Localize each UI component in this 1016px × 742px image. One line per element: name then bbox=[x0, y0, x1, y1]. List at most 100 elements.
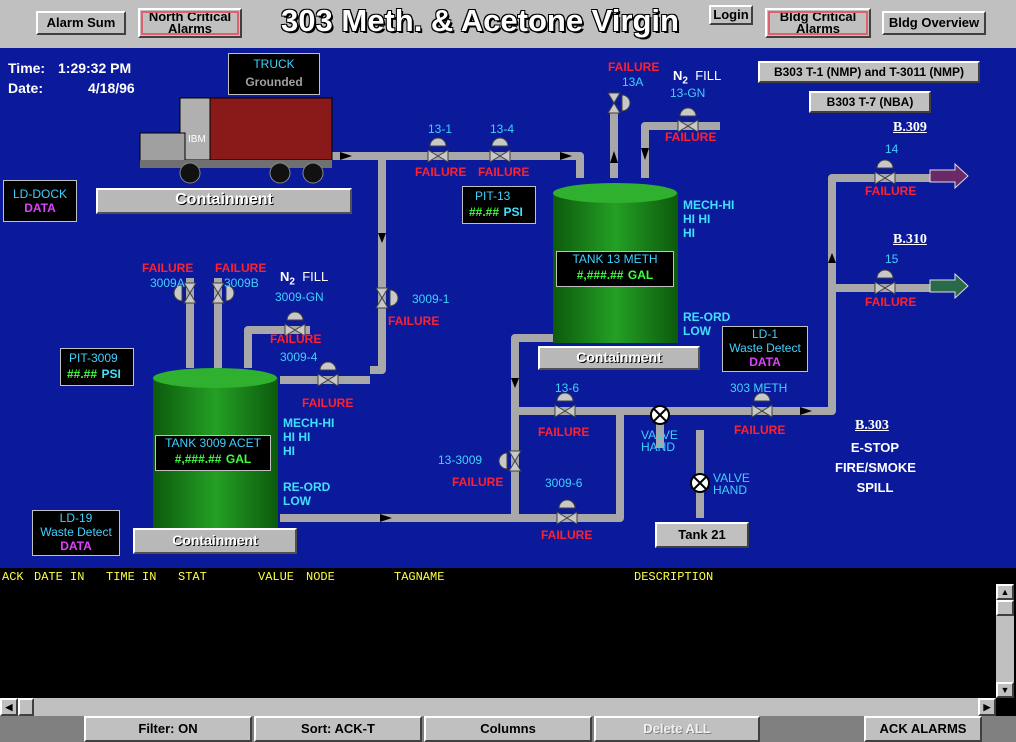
flow-arrows bbox=[340, 148, 836, 522]
ack-alarms-button[interactable]: ACK ALARMS bbox=[864, 716, 982, 742]
valve-label-15: 15 bbox=[885, 252, 899, 266]
hscroll-thumb[interactable] bbox=[18, 698, 34, 716]
failure-13-6: FAILURE bbox=[538, 425, 590, 439]
failure-13-4: FAILURE bbox=[478, 165, 530, 179]
ld19-sub: Waste Detect bbox=[40, 525, 112, 539]
failure-3009a: FAILURE bbox=[142, 261, 194, 275]
tank3009-value: #,###.## bbox=[174, 452, 222, 466]
n2-symbol: N bbox=[280, 269, 290, 284]
valve-label-3009a: 3009A bbox=[150, 276, 185, 290]
n2-fill-3009: N2 FILL bbox=[280, 269, 328, 288]
vertical-scrollbar[interactable]: ▲ ▼ bbox=[996, 584, 1014, 698]
tank3009-hi: HI bbox=[283, 444, 295, 458]
alarm-list[interactable] bbox=[0, 586, 996, 698]
top-toolbar: Alarm Sum North Critical Alarms 303 Meth… bbox=[0, 0, 1016, 48]
col-stat[interactable]: STAT bbox=[178, 570, 207, 584]
tank13-reord: RE-ORD bbox=[683, 310, 731, 324]
col-description[interactable]: DESCRIPTION bbox=[634, 570, 714, 584]
valve-label-14: 14 bbox=[885, 142, 899, 156]
valve-label-13-1: 13-1 bbox=[428, 122, 453, 136]
pit13-value: ##.## bbox=[469, 205, 500, 219]
tank13-name: TANK 13 METH bbox=[572, 252, 658, 266]
pit13-unit: PSI bbox=[503, 205, 523, 219]
delete-all-button[interactable]: Delete ALL bbox=[594, 716, 760, 742]
b303-t1-button[interactable]: B303 T-1 (NMP) and T-3011 (NMP) bbox=[758, 61, 980, 83]
truck-status-box[interactable]: TRUCK Grounded bbox=[228, 53, 320, 95]
scroll-down-arrow-icon[interactable]: ▼ bbox=[996, 682, 1014, 698]
n2-fill-text: FILL bbox=[302, 269, 329, 284]
tank13-mech-hi: MECH-HI bbox=[683, 198, 735, 212]
b303-t7-button[interactable]: B303 T-7 (NBA) bbox=[809, 91, 931, 113]
b303-link[interactable]: B.303 bbox=[855, 418, 889, 433]
failure-13-3009: FAILURE bbox=[452, 475, 504, 489]
n2-subscript: 2 bbox=[682, 75, 688, 87]
time-value: 1:29:32 PM bbox=[58, 60, 132, 76]
ld-dock-box[interactable]: LD-DOCK DATA bbox=[3, 180, 77, 222]
b303-fire-smoke: FIRE/SMOKE bbox=[835, 460, 916, 475]
tank21-button[interactable]: Tank 21 bbox=[655, 522, 749, 548]
b309-link[interactable]: B.309 bbox=[893, 120, 927, 135]
col-value[interactable]: VALUE bbox=[258, 570, 295, 584]
north-critical-alarms-button[interactable]: North Critical Alarms bbox=[138, 8, 242, 38]
ld19-box[interactable]: LD-19 Waste Detect DATA bbox=[32, 510, 120, 556]
bldg-critical-alarms-button[interactable]: Bldg Critical Alarms bbox=[765, 8, 871, 38]
columns-button[interactable]: Columns bbox=[424, 716, 592, 742]
pit3009-name: PIT-3009 bbox=[69, 351, 118, 365]
col-time-in[interactable]: TIME IN bbox=[106, 570, 157, 584]
valve-label-3009b: 3009B bbox=[224, 276, 259, 290]
col-tagname[interactable]: TAGNAME bbox=[394, 570, 445, 584]
valve-label-3009-4: 3009-4 bbox=[280, 350, 318, 364]
valve-hand-line2: HAND bbox=[641, 440, 676, 454]
tank13-display[interactable]: TANK 13 METH #,###.## GAL bbox=[556, 251, 674, 287]
scroll-up-arrow-icon[interactable]: ▲ bbox=[996, 584, 1014, 600]
tank13-hihi: HI HI bbox=[683, 212, 711, 226]
tank3009-reord: RE-ORD bbox=[283, 480, 331, 494]
tank3009-mech-hi: MECH-HI bbox=[283, 416, 335, 430]
failure-3009-4: FAILURE bbox=[302, 396, 354, 410]
scroll-left-arrow-icon[interactable]: ◀ bbox=[0, 698, 18, 716]
tank3009-low: LOW bbox=[283, 494, 311, 508]
col-date-in[interactable]: DATE IN bbox=[34, 570, 85, 584]
containment-tank13: Containment bbox=[538, 346, 700, 370]
valve-label-13-gn: 13-GN bbox=[670, 86, 706, 100]
sort-button[interactable]: Sort: ACK-T bbox=[254, 716, 422, 742]
valve-label-13-6: 13-6 bbox=[555, 381, 580, 395]
valve-label-3009-1: 3009-1 bbox=[412, 292, 450, 306]
page-title: 303 Meth. & Acetone Virgin bbox=[281, 3, 679, 38]
failure-14: FAILURE bbox=[865, 184, 917, 198]
truck-shape bbox=[139, 97, 333, 184]
tank13-level-low: RE-ORD LOW bbox=[683, 310, 730, 338]
truck-title: TRUCK bbox=[253, 57, 295, 71]
containment-tank3009: Containment bbox=[133, 528, 297, 554]
pit13-name: PIT-13 bbox=[475, 189, 511, 203]
valve-label-13a: 13A bbox=[622, 75, 644, 89]
n2-fill-text: FILL bbox=[695, 68, 722, 83]
col-ack[interactable]: ACK bbox=[2, 570, 24, 584]
failure-3009-1: FAILURE bbox=[388, 314, 440, 328]
pit13-box[interactable]: PIT-13 ##.## PSI bbox=[462, 186, 536, 224]
alarm-sum-button[interactable]: Alarm Sum bbox=[36, 11, 126, 35]
failure-13a: FAILURE bbox=[608, 60, 660, 74]
alarm-list-header: ACK DATE IN TIME IN STAT VALUE NODE TAGN… bbox=[0, 568, 1016, 586]
valve-label-3009-gn: 3009-GN bbox=[275, 290, 324, 304]
horizontal-scrollbar[interactable]: ◀ ▶ bbox=[0, 698, 996, 716]
tank3009-display[interactable]: TANK 3009 ACET #,###.## GAL bbox=[155, 435, 271, 471]
valve-hand-line1: VALVE bbox=[713, 471, 750, 485]
date-value: 4/18/96 bbox=[88, 80, 135, 96]
hand-valves bbox=[650, 405, 710, 493]
bldg-overview-button[interactable]: Bldg Overview bbox=[882, 11, 986, 35]
scroll-thumb[interactable] bbox=[996, 600, 1014, 616]
ld1-box[interactable]: LD-1 Waste Detect DATA bbox=[722, 326, 808, 372]
tank13-hi: HI bbox=[683, 226, 695, 240]
scroll-right-arrow-icon[interactable]: ▶ bbox=[978, 698, 996, 716]
col-node[interactable]: NODE bbox=[306, 570, 335, 584]
ld1-value: DATA bbox=[749, 355, 781, 369]
login-button[interactable]: Login bbox=[709, 5, 753, 25]
pit3009-box[interactable]: PIT-3009 ##.## PSI bbox=[60, 348, 134, 386]
ld1-sub: Waste Detect bbox=[729, 341, 801, 355]
valve-symbols bbox=[173, 92, 896, 525]
filter-button[interactable]: Filter: ON bbox=[84, 716, 252, 742]
b310-link[interactable]: B.310 bbox=[893, 232, 927, 247]
